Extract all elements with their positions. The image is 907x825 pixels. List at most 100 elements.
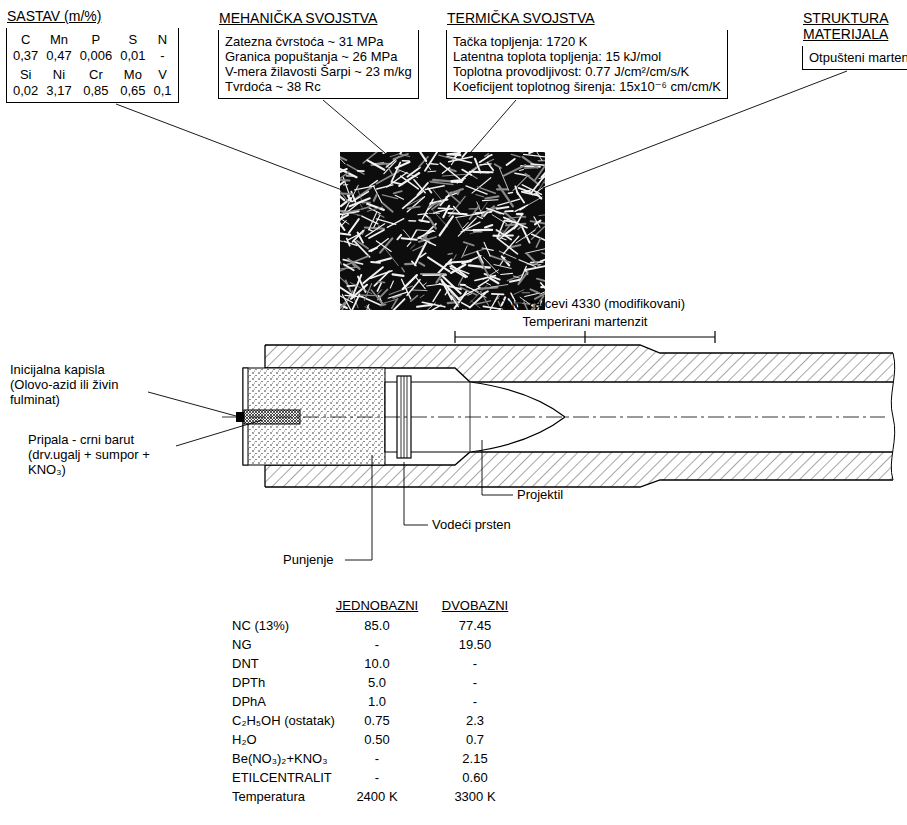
martensite-needle xyxy=(525,266,545,270)
martensite-needle xyxy=(474,229,493,232)
table-cell: Cr xyxy=(89,67,103,82)
martensite-needle xyxy=(393,274,404,276)
martensite-needle xyxy=(433,290,441,302)
part-label: Punjenje xyxy=(283,552,334,567)
martensite-needle xyxy=(536,238,541,248)
martensite-needle xyxy=(371,239,388,252)
table-cell: 0,37 xyxy=(13,48,38,63)
martensite-needle xyxy=(387,173,407,188)
martensite-needle xyxy=(350,198,370,206)
martensite-needle xyxy=(463,249,484,256)
martensite-needle xyxy=(363,267,383,283)
martensite-needle xyxy=(524,154,545,157)
martensite-needle xyxy=(443,276,461,293)
martensite-needle xyxy=(497,207,509,209)
box-heading: SASTAV (m/%) xyxy=(7,8,101,24)
table-cell: 1.0 xyxy=(337,694,417,709)
martensite-needle xyxy=(433,211,448,228)
martensite-needle xyxy=(517,192,524,203)
martensite-needle xyxy=(374,194,377,201)
martensite-needle xyxy=(340,303,345,310)
martensite-needle xyxy=(469,265,490,267)
martensite-needle xyxy=(448,253,452,255)
martensite-needle xyxy=(351,185,359,200)
leader-line xyxy=(470,100,516,153)
martensite-needle xyxy=(418,214,428,215)
martensite-needle xyxy=(408,207,420,209)
martensite-needle xyxy=(495,164,501,168)
martensite-needle xyxy=(533,185,545,195)
table-cell: V xyxy=(158,67,167,82)
martensite-needle xyxy=(524,190,531,192)
leader-line xyxy=(148,392,236,416)
leader-line xyxy=(482,440,513,495)
table-cell: Be(NO₃)₂+KNO₃ xyxy=(232,751,327,766)
table-cell: 2.3 xyxy=(435,713,515,728)
martensite-needle xyxy=(513,276,522,279)
martensite-needle xyxy=(446,191,460,203)
martensite-needle xyxy=(344,241,357,245)
martensite-needle xyxy=(526,197,542,206)
table-cell: 0.7 xyxy=(435,732,515,747)
martensite-needle xyxy=(440,163,460,179)
part-label: Pripala - crni barut (drv.ugalj + sumpor… xyxy=(28,432,178,477)
table-cell: 0,01 xyxy=(120,48,145,63)
table-cell: 10.0 xyxy=(337,656,417,671)
table-cell: 0,1 xyxy=(153,83,171,98)
martensite-needle xyxy=(504,165,525,176)
martensite-needle xyxy=(518,272,527,284)
martensite-needle xyxy=(349,219,359,233)
martensite-needle xyxy=(411,245,415,249)
martensite-needle xyxy=(385,248,399,265)
property-line: Otpušteni martenzit xyxy=(809,50,907,65)
martensite-needle xyxy=(397,235,401,239)
martensite-needle xyxy=(480,157,489,163)
martensite-needle xyxy=(377,258,391,262)
martensite-needle xyxy=(507,159,515,165)
martensite-needle xyxy=(402,279,411,299)
table-cell: NG xyxy=(232,637,252,652)
martensite-needle xyxy=(473,231,482,232)
table-cell: DPhA xyxy=(232,694,266,709)
martensite-needle xyxy=(525,248,545,254)
martensite-needle xyxy=(367,207,382,211)
martensite-needle xyxy=(484,213,488,217)
martensite-needle xyxy=(497,238,517,254)
box-heading: STRUKTURA MATERIJALA xyxy=(803,10,899,42)
martensite-needle xyxy=(425,152,439,171)
martensite-needle xyxy=(479,257,489,276)
martensite-needle xyxy=(448,213,467,214)
martensite-needle xyxy=(518,152,523,153)
martensite-needle xyxy=(508,192,512,194)
martensite-needle xyxy=(403,192,423,208)
martensite-needle xyxy=(491,285,508,288)
martensite-needle xyxy=(514,290,524,295)
martensite-needle xyxy=(438,207,453,209)
martensite-needle xyxy=(464,242,474,245)
martensite-needle xyxy=(390,281,393,288)
martensite-needle xyxy=(539,176,545,179)
part-label: Vodeći prsten xyxy=(432,517,511,532)
table-cell: H₂O xyxy=(232,732,257,747)
martensite-needle xyxy=(454,255,457,260)
table-cell: 3300 K xyxy=(435,789,515,804)
property-line: V-mera žilavosti Šarpi ~ 23 m/kg xyxy=(225,64,412,79)
martensite-needle xyxy=(417,305,431,307)
martensite-needle xyxy=(400,152,402,154)
martensite-needle xyxy=(452,180,463,181)
table-cell: DPTh xyxy=(232,675,265,690)
martensite-needle xyxy=(458,218,476,236)
martensite-needle xyxy=(394,191,402,193)
property-line: Zatezna čvrstoća ~ 31 MPa xyxy=(225,34,412,49)
property-line: Latentna toplota topljenja: 15 kJ/mol xyxy=(453,49,721,64)
martensite-needle xyxy=(532,234,545,241)
martensite-needle xyxy=(470,206,479,219)
leader-line xyxy=(323,100,385,153)
martensite-needle xyxy=(340,233,350,235)
martensite-needle xyxy=(429,218,436,229)
martensite-needle xyxy=(490,256,510,263)
martensite-needle xyxy=(481,202,488,212)
property-line: Tvrdoća ~ 38 Rc xyxy=(225,79,412,94)
table-cell: - xyxy=(160,48,164,63)
